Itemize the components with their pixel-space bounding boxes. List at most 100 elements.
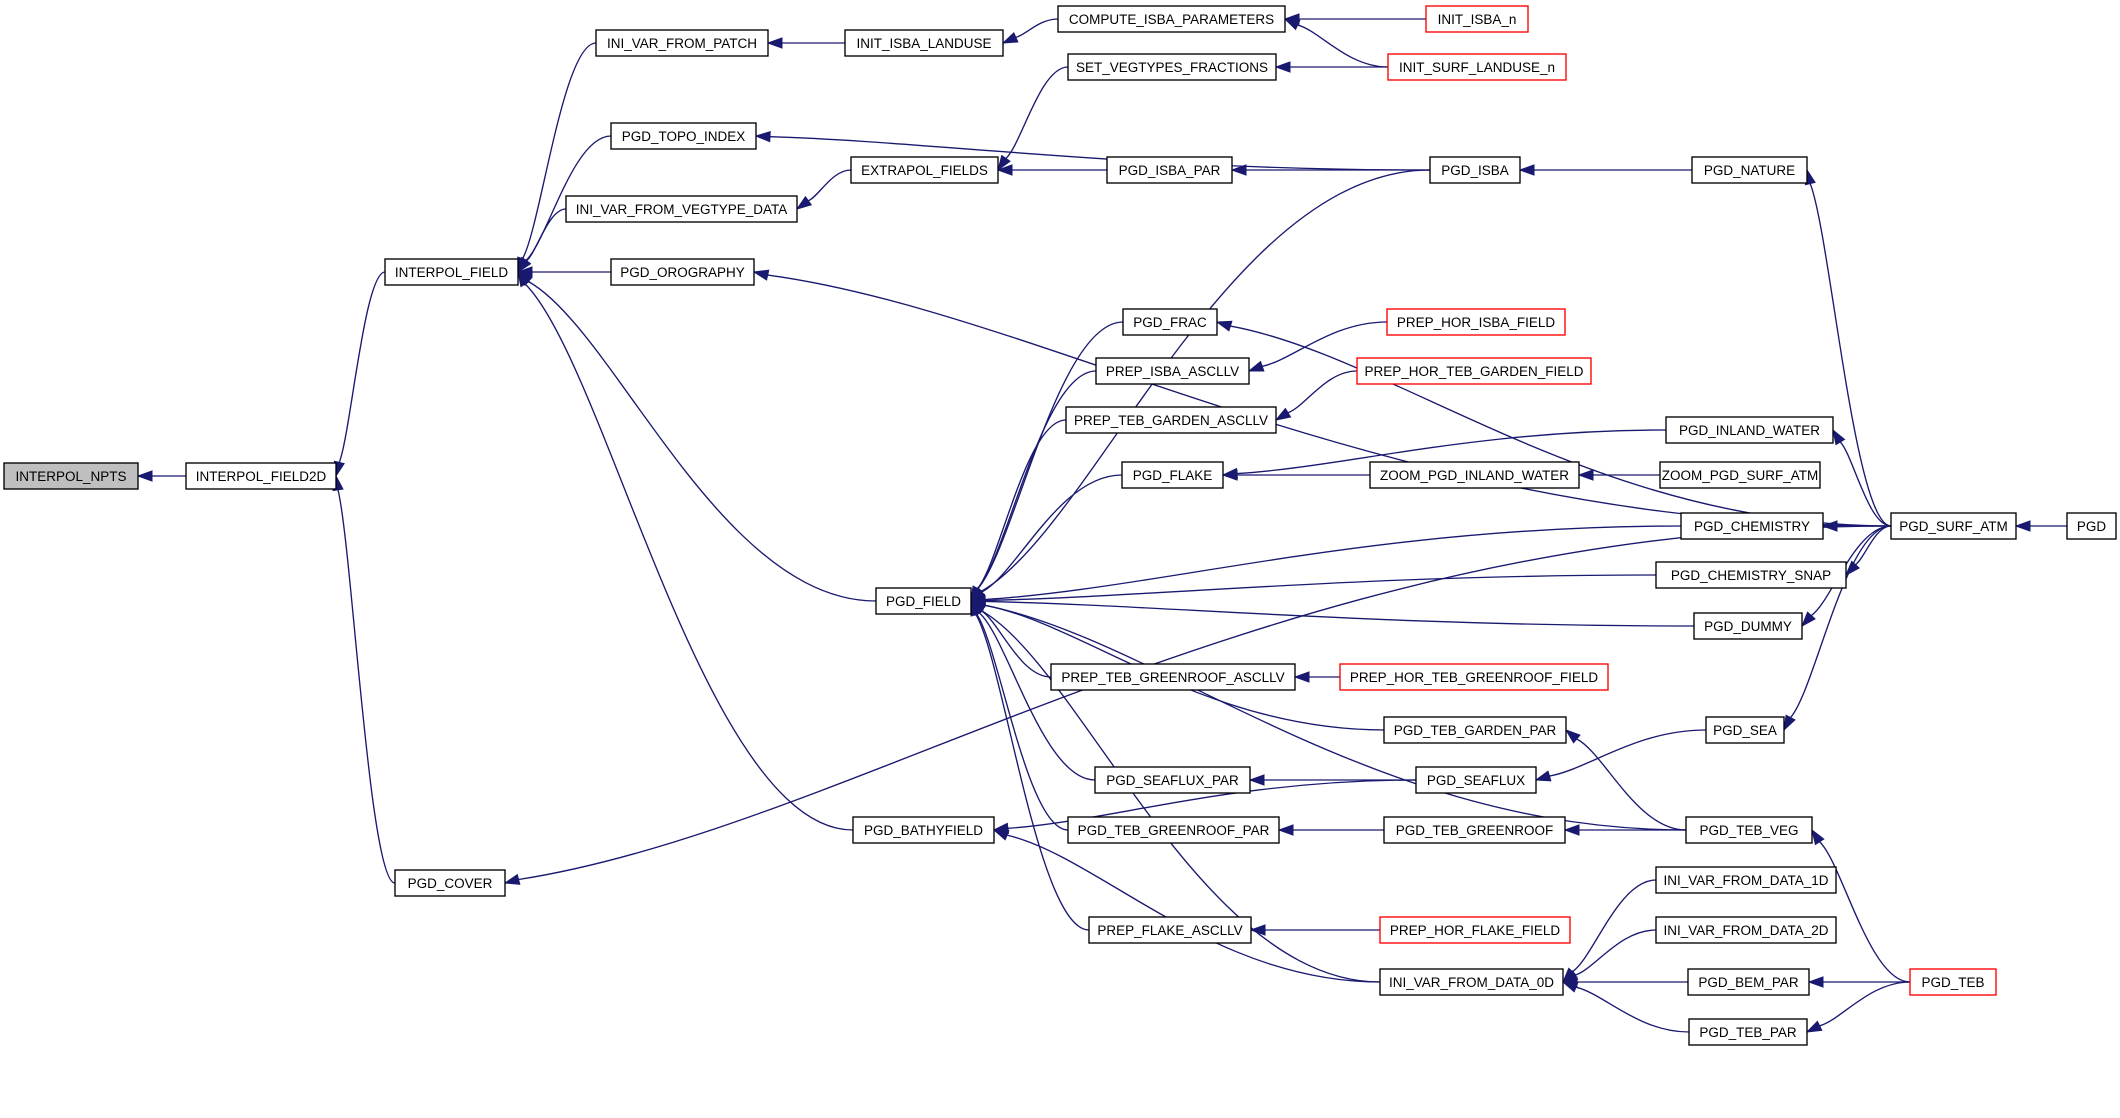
edge-zoom-pgd-inland-water-to-pgd-flake xyxy=(1221,469,1371,481)
node-ini-var-from-data-0d[interactable]: INI_VAR_FROM_DATA_0D xyxy=(1379,968,1564,996)
edge-arrowhead xyxy=(1230,164,1247,176)
node-prep-teb-greenroof-ascllv[interactable]: PREP_TEB_GREENROOF_ASCLLV xyxy=(1050,663,1296,691)
node-pgd-surf-atm[interactable]: PGD_SURF_ATM xyxy=(1890,512,2017,540)
node-label: INIT_ISBA_n xyxy=(1438,12,1517,27)
node-interpol-field[interactable]: INTERPOL_FIELD xyxy=(384,258,519,286)
node-box xyxy=(1687,968,1810,996)
edge-arrowhead xyxy=(1274,61,1291,73)
edge-pgd-teb-to-pgd-bem-par xyxy=(1807,976,1911,988)
node-init-surf-landuse-n[interactable]: INIT_SURF_LANDUSE_n xyxy=(1387,53,1567,81)
node-interpol-field2d[interactable]: INTERPOL_FIELD2D xyxy=(185,462,337,490)
node-compute-isba-parameters[interactable]: COMPUTE_ISBA_PARAMETERS xyxy=(1057,5,1286,33)
node-set-vegtypes-fractions[interactable]: SET_VEGTYPES_FRACTIONS xyxy=(1067,53,1277,81)
node-label: PGD_COVER xyxy=(408,876,493,891)
edge-pgd-orography-to-interpol-field xyxy=(516,266,611,278)
node-prep-flake-ascllv[interactable]: PREP_FLAKE_ASCLLV xyxy=(1088,916,1252,944)
node-pgd-nature[interactable]: PGD_NATURE xyxy=(1691,156,1808,184)
edge-ini-var-from-data-0d-to-pgd-bathyfield xyxy=(992,829,1381,983)
node-box xyxy=(1122,308,1218,336)
node-pgd-teb-greenroof[interactable]: PGD_TEB_GREENROOF xyxy=(1383,816,1566,844)
node-label: PGD_BEM_PAR xyxy=(1698,975,1799,990)
edge-pgd-flake-to-pgd-field xyxy=(969,474,1123,602)
node-pgd-teb-garden-par[interactable]: PGD_TEB_GARDEN_PAR xyxy=(1383,716,1567,744)
node-label: INTERPOL_FIELD xyxy=(395,265,509,280)
node-prep-teb-garden-ascllv[interactable]: PREP_TEB_GARDEN_ASCLLV xyxy=(1065,406,1277,434)
edge-arrowhead xyxy=(2014,520,2031,532)
node-box xyxy=(1387,53,1567,81)
node-pgd-isba-par[interactable]: PGD_ISBA_PAR xyxy=(1106,156,1233,184)
node-init-isba-n[interactable]: INIT_ISBA_n xyxy=(1425,5,1529,33)
edge-pgd-chemistry-to-pgd-field xyxy=(969,525,1682,606)
edge-line xyxy=(980,610,1052,678)
node-label: PGD_SEAFLUX xyxy=(1427,773,1525,788)
node-pgd-seaflux-par[interactable]: PGD_SEAFLUX_PAR xyxy=(1094,766,1251,794)
node-pgd-flake[interactable]: PGD_FLAKE xyxy=(1121,461,1224,489)
node-ini-var-from-data-2d[interactable]: INI_VAR_FROM_DATA_2D xyxy=(1655,916,1837,944)
edge-line xyxy=(984,600,1695,627)
node-zoom-pgd-inland-water[interactable]: ZOOM_PGD_INLAND_WATER xyxy=(1369,461,1580,489)
node-pgd-chemistry[interactable]: PGD_CHEMISTRY xyxy=(1680,512,1824,540)
node-pgd-cover[interactable]: PGD_COVER xyxy=(394,869,506,897)
node-pgd-frac[interactable]: PGD_FRAC xyxy=(1122,308,1218,336)
node-pgd-bem-par[interactable]: PGD_BEM_PAR xyxy=(1687,968,1810,996)
node-label: PGD_FLAKE xyxy=(1133,468,1213,483)
edge-arrowhead xyxy=(992,829,1010,841)
node-pgd-orography[interactable]: PGD_OROGRAPHY xyxy=(610,258,755,286)
node-label: PREP_HOR_ISBA_FIELD xyxy=(1397,315,1556,330)
node-pgd-field[interactable]: PGD_FIELD xyxy=(875,587,972,615)
edge-line xyxy=(1809,183,1892,527)
node-ini-var-from-vegtype-data[interactable]: INI_VAR_FROM_VEGTYPE_DATA xyxy=(565,195,798,223)
node-pgd-dummy[interactable]: PGD_DUMMY xyxy=(1693,612,1803,640)
node-pgd-isba[interactable]: PGD_ISBA xyxy=(1429,156,1521,184)
edge-arrowhead xyxy=(1247,360,1265,372)
node-box xyxy=(1121,461,1224,489)
edge-prep-hor-teb-greenroof-field-to-prep-teb-greenroof-ascllv xyxy=(1293,671,1340,683)
node-pgd-sea[interactable]: PGD_SEA xyxy=(1705,716,1785,744)
node-label: PGD_SURF_ATM xyxy=(1899,519,2008,534)
edge-arrowhead xyxy=(1783,714,1796,732)
edge-line xyxy=(1572,879,1657,973)
edge-pgd-bem-par-to-ini-var-from-data-0d xyxy=(1561,976,1689,988)
node-label: INIT_ISBA_LANDUSE xyxy=(856,36,991,51)
edge-pgd-bathyfield-to-interpol-field xyxy=(517,270,854,831)
edge-pgd-to-pgd-surf-atm xyxy=(2014,520,2067,532)
node-label: ZOOM_PGD_SURF_ATM xyxy=(1662,468,1819,483)
node-prep-hor-isba-field[interactable]: PREP_HOR_ISBA_FIELD xyxy=(1386,308,1566,336)
node-ini-var-from-data-1d[interactable]: INI_VAR_FROM_DATA_1D xyxy=(1655,866,1837,894)
node-box xyxy=(610,122,757,150)
node-pgd[interactable]: PGD xyxy=(2066,512,2117,540)
node-pgd-teb-greenroof-par[interactable]: PGD_TEB_GREENROOF_PAR xyxy=(1067,816,1280,844)
node-box xyxy=(1705,716,1785,744)
node-label: PGD_TEB_VEG xyxy=(1699,823,1798,838)
node-prep-isba-ascllv[interactable]: PREP_ISBA_ASCLLV xyxy=(1095,357,1250,385)
node-box xyxy=(1379,916,1571,944)
node-box xyxy=(1415,766,1537,794)
node-box xyxy=(1685,816,1813,844)
node-label: PGD_TEB_PAR xyxy=(1699,1025,1797,1040)
node-pgd-bathyfield[interactable]: PGD_BATHYFIELD xyxy=(852,816,995,844)
edge-arrowhead xyxy=(1518,164,1535,176)
edge-init-isba-n-to-compute-isba-parameters xyxy=(1283,13,1426,25)
node-zoom-pgd-surf-atm[interactable]: ZOOM_PGD_SURF_ATM xyxy=(1659,461,1821,489)
edge-line xyxy=(975,613,1069,831)
edge-line xyxy=(527,280,877,602)
node-pgd-teb-par[interactable]: PGD_TEB_PAR xyxy=(1688,1018,1808,1046)
node-extrapol-fields[interactable]: EXTRAPOL_FIELDS xyxy=(850,156,999,184)
node-prep-hor-teb-garden-field[interactable]: PREP_HOR_TEB_GARDEN_FIELD xyxy=(1356,357,1592,385)
node-prep-hor-teb-greenroof-field[interactable]: PREP_HOR_TEB_GREENROOF_FIELD xyxy=(1339,663,1609,691)
edge-pgd-surf-atm-to-pgd-sea xyxy=(1783,525,1892,732)
node-label: PGD xyxy=(2077,519,2107,534)
node-pgd-inland-water[interactable]: PGD_INLAND_WATER xyxy=(1665,416,1834,444)
node-pgd-seaflux[interactable]: PGD_SEAFLUX xyxy=(1415,766,1537,794)
node-init-isba-landuse[interactable]: INIT_ISBA_LANDUSE xyxy=(844,29,1004,57)
node-prep-hor-flake-field[interactable]: PREP_HOR_FLAKE_FIELD xyxy=(1379,916,1571,944)
node-pgd-teb[interactable]: PGD_TEB xyxy=(1909,968,1997,996)
node-box xyxy=(875,587,972,615)
node-ini-var-from-patch[interactable]: INI_VAR_FROM_PATCH xyxy=(595,29,769,57)
node-pgd-topo-index[interactable]: PGD_TOPO_INDEX xyxy=(610,122,757,150)
node-pgd-chemistry-snap[interactable]: PGD_CHEMISTRY_SNAP xyxy=(1655,561,1847,589)
node-label: PREP_ISBA_ASCLLV xyxy=(1106,364,1239,379)
node-pgd-teb-veg[interactable]: PGD_TEB_VEG xyxy=(1685,816,1813,844)
node-box xyxy=(1065,406,1277,434)
edge-line xyxy=(1297,24,1389,68)
